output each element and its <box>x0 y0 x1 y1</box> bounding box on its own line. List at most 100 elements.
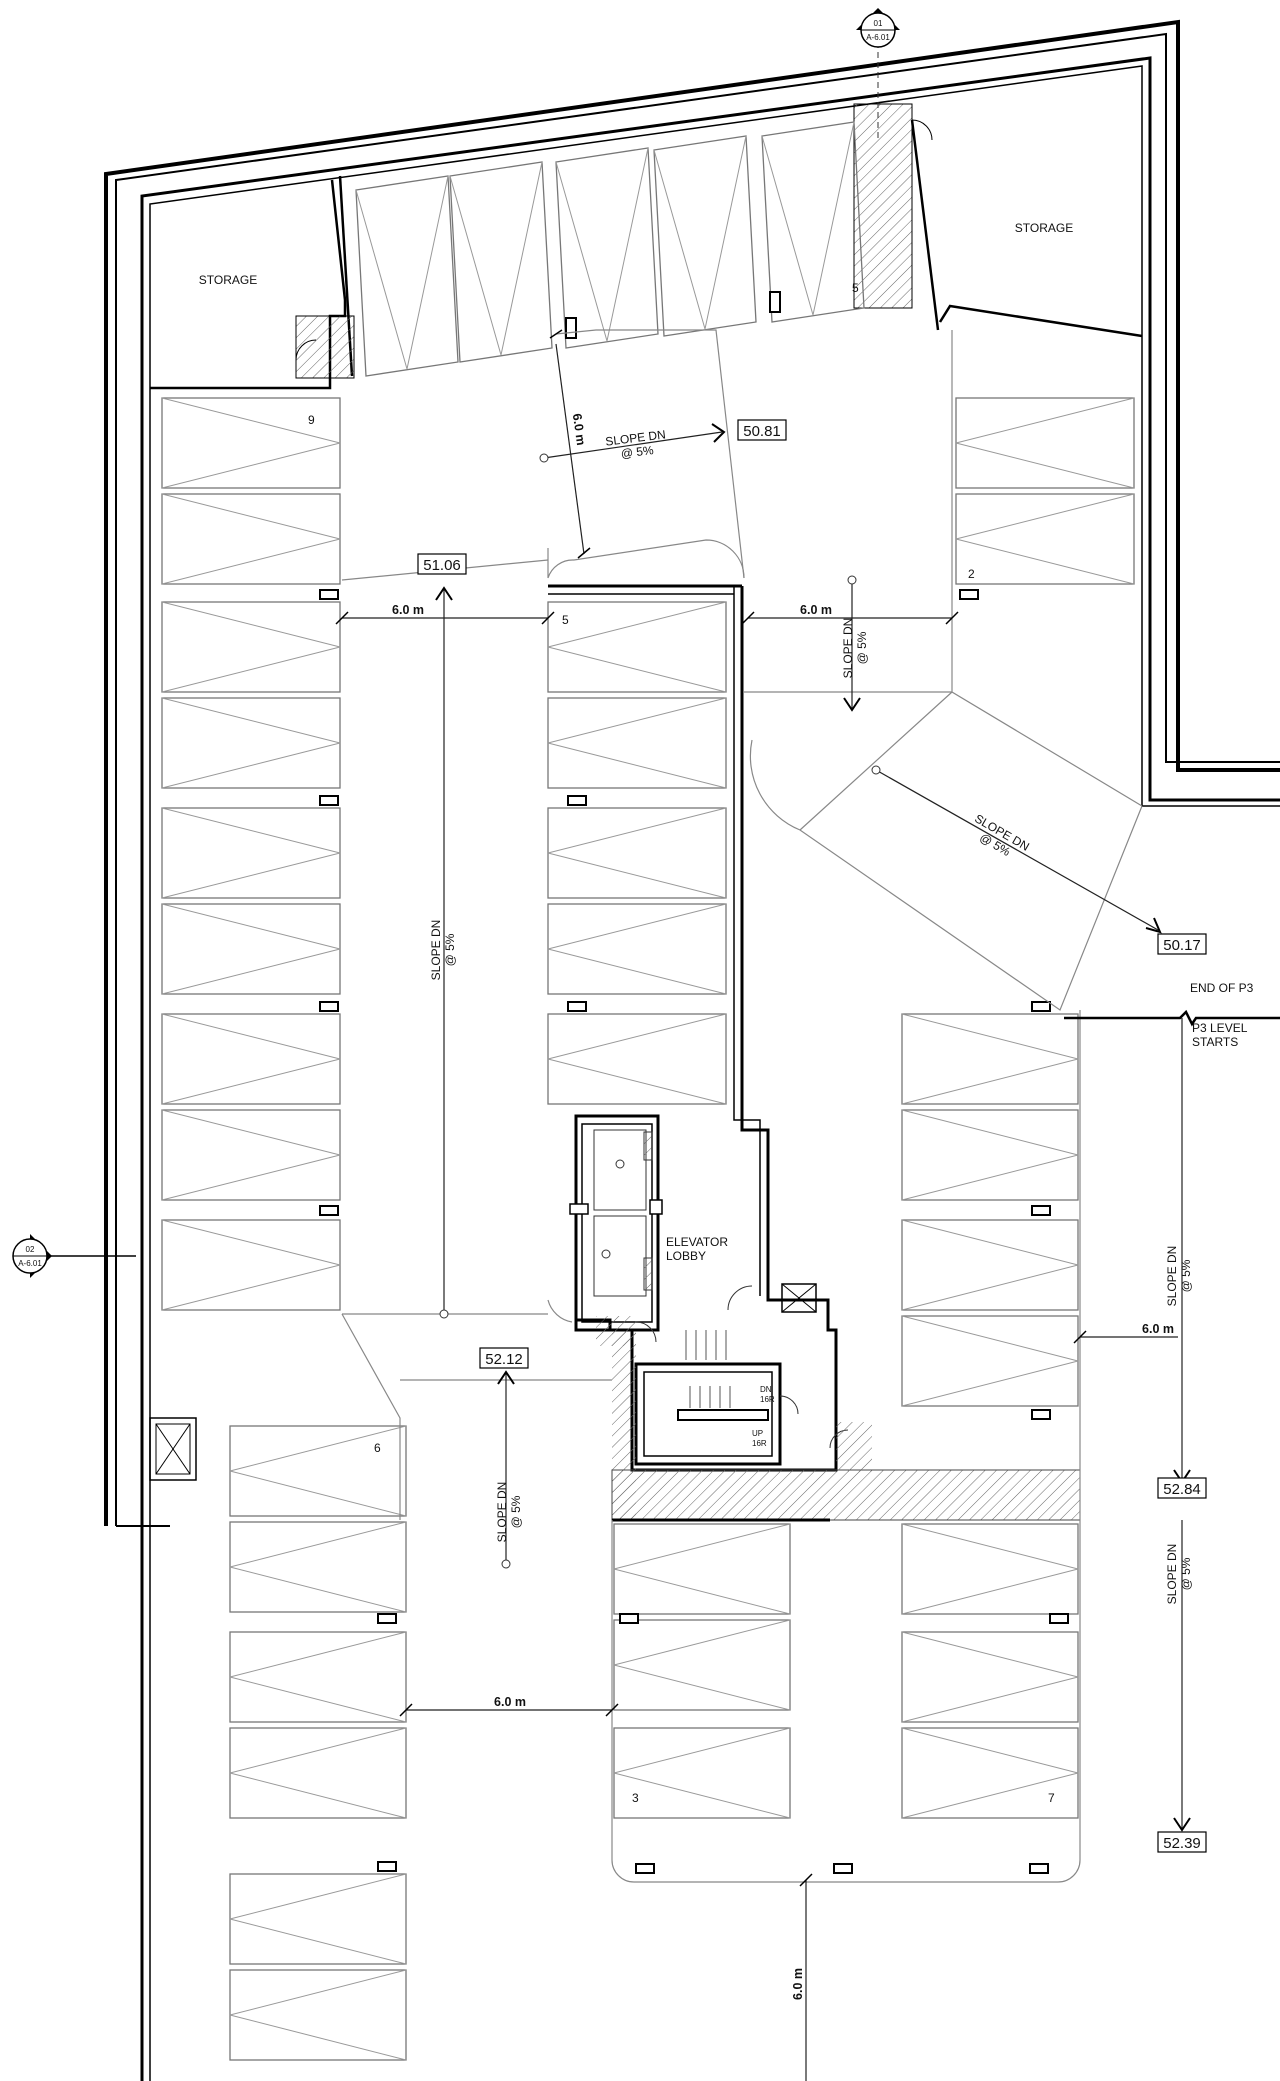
stall-number: 2 <box>968 567 975 581</box>
parking-stall <box>955 397 1135 489</box>
wheel-stop <box>619 1613 639 1624</box>
slope-label-southeast: SLOPE DN @ 5% <box>1165 1544 1193 1605</box>
elevation-tag-2: 51.06 <box>417 553 467 575</box>
stair-dn-risers: 16R <box>760 1395 775 1404</box>
elevation-tag-3: 50.17 <box>1157 933 1207 955</box>
parking-stall <box>161 903 341 995</box>
parking-stall <box>161 601 341 693</box>
stall-numbers: 5 9 5 2 6 3 7 <box>308 281 1055 1805</box>
wheel-stop <box>377 1613 397 1624</box>
parking-stall <box>229 1631 407 1723</box>
wheel-stop <box>567 1001 587 1012</box>
parking-stall <box>547 807 727 899</box>
storage-right-label: STORAGE <box>1015 221 1073 235</box>
end-of-p3-line <box>1064 1009 1280 1027</box>
slope-se-text: SLOPE DN <box>1165 1544 1179 1605</box>
parking-stall <box>613 1523 791 1615</box>
stall-number: 7 <box>1048 1791 1055 1805</box>
starts-note: STARTS <box>1192 1035 1238 1049</box>
slope-label-ramp: SLOPE DN @ 5% <box>972 811 1032 859</box>
elevation-6: 52.39 <box>1163 1835 1201 1852</box>
wheel-stop <box>1031 1205 1051 1216</box>
section-top-number: 01 <box>874 19 883 28</box>
wheel-stop <box>959 589 979 600</box>
parking-stall <box>229 1727 407 1819</box>
parking-stall <box>161 1013 341 1105</box>
elevation-1: 50.81 <box>743 423 781 440</box>
parking-stall <box>901 1315 1079 1407</box>
slope-label-east: SLOPE DN @ 5% <box>1165 1246 1193 1307</box>
elevation-5: 52.84 <box>1163 1481 1201 1498</box>
parking-stall <box>229 1521 407 1613</box>
wheel-stop <box>319 795 339 806</box>
slope-sw-rate: @ 5% <box>509 1495 523 1528</box>
parking-stall <box>955 493 1135 585</box>
stair-up: UP <box>752 1429 763 1438</box>
dim-aisle-right: 6.0 m <box>800 603 832 617</box>
parking-stall <box>901 1013 1079 1105</box>
wheel-stop <box>769 291 781 313</box>
parking-stall <box>555 147 659 349</box>
section-marker-top: 01 A-6.01 <box>856 8 900 140</box>
elevation-3: 50.17 <box>1163 937 1201 954</box>
storage-left-label: STORAGE <box>199 273 257 287</box>
parking-stall <box>613 1727 791 1819</box>
wheel-stop <box>1031 1409 1051 1420</box>
elevation-2: 51.06 <box>423 557 461 574</box>
slope-label-top: SLOPE DN @ 5% <box>605 427 667 460</box>
parking-stall <box>161 397 341 489</box>
parking-stall <box>161 807 341 899</box>
mechanical-shaft <box>149 1417 197 1481</box>
wheel-stop <box>1049 1613 1069 1624</box>
stall-number: 5 <box>852 281 859 295</box>
dim-aisle-left: 6.0 m <box>392 603 424 617</box>
parking-stall <box>355 175 459 377</box>
elevation-4: 52.12 <box>485 1351 523 1368</box>
dim-aisle-east: 6.0 m <box>1142 1322 1174 1336</box>
top-parking-stalls <box>355 121 865 377</box>
parking-stall <box>161 697 341 789</box>
slope-west-text: SLOPE DN <box>429 920 443 981</box>
elevation-tag-4: 52.12 <box>479 1347 529 1369</box>
elevation-tag-6: 52.39 <box>1157 1831 1207 1853</box>
parking-stall <box>449 161 553 363</box>
slope-label-entry: SLOPE DN @ 5% <box>841 618 869 679</box>
parking-stall <box>761 121 865 323</box>
elevation-tags: 50.81 51.06 50.17 52.12 52.84 52.39 <box>417 419 1207 1853</box>
parking-stalls <box>161 291 1135 2061</box>
elevator-lobby-line1: ELEVATOR <box>666 1235 728 1249</box>
elevation-tag-5: 52.84 <box>1157 1477 1207 1499</box>
dimension-ticks <box>335 329 1087 1887</box>
parking-stall <box>161 493 341 585</box>
section-left-number: 02 <box>26 1245 35 1254</box>
exterior-walls <box>104 19 1280 2081</box>
slope-label-west: SLOPE DN @ 5% <box>429 920 457 981</box>
slope-anchors <box>439 453 881 1569</box>
slope-entry-rate: @ 5% <box>855 631 869 664</box>
section-left-sheet: A-6.01 <box>18 1259 42 1268</box>
wheel-stop <box>565 317 577 339</box>
wheel-stop <box>1031 1001 1051 1012</box>
parking-stall <box>901 1727 1079 1819</box>
wheel-stop <box>567 795 587 806</box>
parking-stall <box>901 1523 1079 1615</box>
slope-west-rate: @ 5% <box>443 933 457 966</box>
parking-stall <box>161 1109 341 1201</box>
wheel-stop <box>377 1861 397 1872</box>
wheel-stop <box>635 1863 655 1874</box>
dim-south: 6.0 m <box>791 1968 805 2000</box>
stall-number: 9 <box>308 413 315 427</box>
parking-stall <box>547 903 727 995</box>
elevator-lobby-line2: LOBBY <box>666 1249 706 1263</box>
parking-stall <box>229 1969 407 2061</box>
wheel-stop <box>1029 1863 1049 1874</box>
parking-stall <box>547 697 727 789</box>
section-marker-left: 02 A-6.01 <box>12 1234 136 1278</box>
wheel-stop <box>319 589 339 600</box>
dimension-lines <box>342 343 1183 2081</box>
parking-stall <box>229 1425 407 1517</box>
slope-east-text: SLOPE DN <box>1165 1246 1179 1307</box>
slope-se-rate: @ 5% <box>1179 1557 1193 1590</box>
parking-stall <box>901 1631 1079 1723</box>
